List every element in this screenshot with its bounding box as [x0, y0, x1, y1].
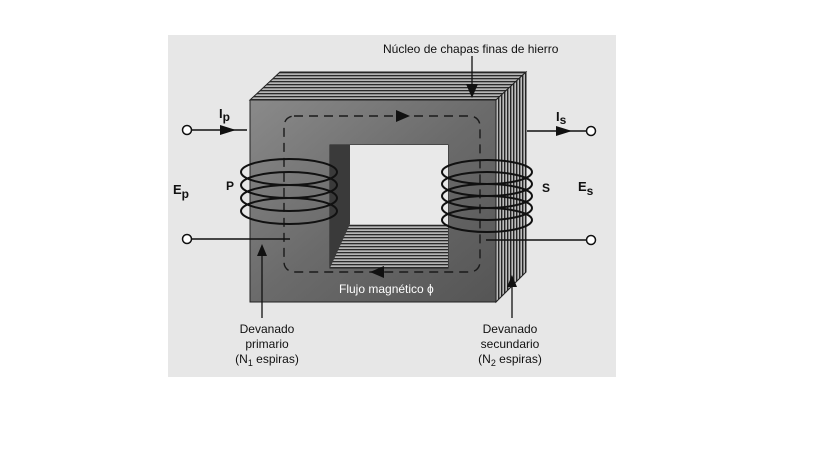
primary-terminal-bottom	[181, 233, 193, 245]
flux-path	[283, 110, 481, 278]
secondary-pointer-head	[507, 275, 517, 287]
core-pointer-head	[466, 84, 478, 98]
es-label: Es	[578, 179, 594, 198]
flux-arrow-bottom	[370, 266, 384, 278]
secondary-caption: Devanado secundario (N2 espiras)	[478, 322, 542, 368]
core-title: Núcleo de chapas finas de hierro	[383, 42, 559, 56]
secondary-caption-line1: Devanado	[483, 322, 538, 336]
ip-arrow	[220, 125, 236, 135]
primary-caption-line1: Devanado	[240, 322, 295, 336]
primary-winding	[240, 158, 338, 225]
iron-core	[248, 70, 528, 304]
p-label: P	[226, 179, 234, 193]
is-label: Is	[556, 109, 567, 127]
ep-label: Ep	[173, 182, 189, 201]
primary-leads	[181, 124, 290, 245]
secondary-terminal-top	[585, 125, 597, 137]
secondary-winding	[441, 159, 533, 233]
primary-caption-line3: (N1 espiras)	[235, 352, 299, 368]
primary-terminal-top	[181, 124, 193, 136]
secondary-terminal-bottom	[585, 234, 597, 246]
secondary-caption-line3: (N2 espiras)	[478, 352, 542, 368]
ip-label: Ip	[219, 106, 230, 124]
flux-label: Flujo magnético ϕ	[339, 282, 434, 296]
s-label: S	[542, 181, 550, 195]
primary-caption-line2: primario	[245, 337, 289, 351]
flux-arrow-top	[396, 110, 410, 122]
primary-pointer-head	[257, 244, 267, 256]
secondary-caption-line2: secundario	[481, 337, 540, 351]
primary-caption: Devanado primario (N1 espiras)	[235, 322, 299, 368]
is-arrow	[556, 126, 572, 136]
